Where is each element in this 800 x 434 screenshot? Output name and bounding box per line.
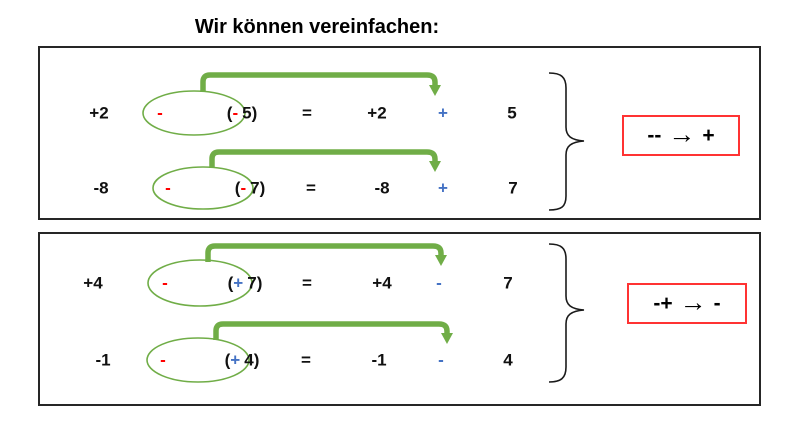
equals-sign: = [306,178,316,198]
operand-first: +2 [89,103,109,123]
rule-rhs: + [702,124,715,147]
rule-lhs: -+ [653,292,673,315]
equals-sign: = [302,273,312,293]
right-arrow-icon: → [679,286,707,317]
result-sign: - [436,273,442,293]
equals-sign: = [301,350,311,370]
result-first: +2 [367,103,387,123]
paren-sign: - [240,178,247,198]
operator-minus: - [160,350,166,370]
operand-first: +4 [83,273,103,293]
paren-number: 5) [242,103,258,123]
result-sign: - [438,350,444,370]
result-number: 5 [507,103,517,123]
parenthesized-term: (+4) [225,352,260,369]
parenthesized-term: (-5) [227,105,257,122]
result-sign: + [438,178,448,198]
rule-box-minus-plus: -+ → - [627,283,747,324]
equals-sign: = [302,103,312,123]
operator-minus: - [157,103,163,123]
paren-sign: + [230,350,241,370]
rule-rhs: - [713,292,721,315]
paren-open: ( [234,178,241,198]
paren-open: ( [227,273,234,293]
operand-first: -8 [93,178,109,198]
paren-number: 4) [244,350,260,370]
slide-title: Wir können vereinfachen: [194,16,440,38]
rule-box-minus-minus: -- → + [622,115,740,156]
paren-number: 7) [247,273,263,293]
parenthesized-term: (+7) [228,275,263,292]
result-first: +4 [372,273,392,293]
operator-minus: - [162,273,168,293]
paren-open: ( [224,350,231,370]
operand-first: -1 [95,350,111,370]
paren-sign: - [232,103,239,123]
result-first: -1 [371,350,387,370]
paren-open: ( [226,103,233,123]
right-arrow-icon: → [668,118,696,149]
rule-lhs: -- [647,124,662,147]
operator-minus: - [165,178,171,198]
result-first: -8 [374,178,390,198]
result-sign: + [438,103,448,123]
paren-number: 7) [250,178,266,198]
parenthesized-term: (-7) [235,180,265,197]
result-number: 7 [503,273,513,293]
paren-sign: + [233,273,244,293]
result-number: 4 [503,350,513,370]
result-number: 7 [508,178,518,198]
